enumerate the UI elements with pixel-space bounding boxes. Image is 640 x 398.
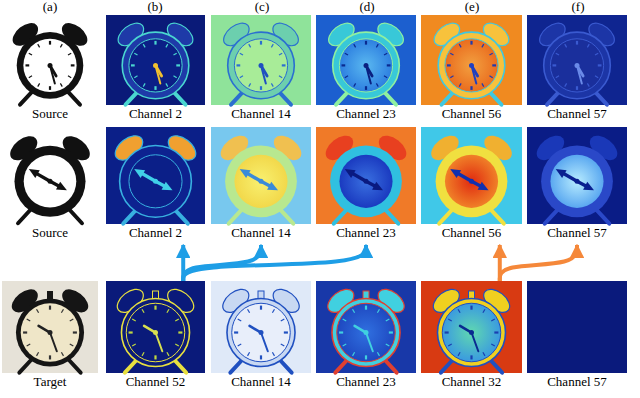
panel-caption: Channel 14 <box>211 225 311 240</box>
panel-caption: Channel 56 <box>421 225 522 240</box>
feature-map <box>106 281 205 373</box>
feature-panel: Channel 57 <box>527 281 627 394</box>
feature-panel: Channel 23 <box>316 281 416 394</box>
feature-panel: Target <box>2 281 98 394</box>
feature-map <box>106 127 205 224</box>
column-label: (e) <box>465 0 479 14</box>
column-label: (c) <box>255 0 269 14</box>
panel-caption: Channel 14 <box>211 374 311 389</box>
panel-caption: Channel 23 <box>316 225 416 240</box>
feature-map <box>2 15 98 105</box>
feature-map <box>316 15 416 105</box>
feature-panel: Channel 57 <box>527 127 627 245</box>
panel-caption: Channel 32 <box>421 374 522 389</box>
panel-caption: Channel 52 <box>106 374 205 389</box>
feature-map <box>421 127 522 224</box>
feature-panel: Channel 56 <box>421 127 522 245</box>
column-label: (d) <box>359 0 374 14</box>
feature-panel: Channel 56 <box>421 15 522 126</box>
feature-panel: Source <box>2 127 98 245</box>
feature-panel: Channel 2 <box>106 127 205 245</box>
panel-caption: Channel 14 <box>211 106 311 121</box>
panel-caption: Channel 23 <box>316 374 416 389</box>
feature-panel: Channel 2 <box>106 15 205 126</box>
feature-map <box>527 15 627 105</box>
panel-caption: Channel 2 <box>106 106 205 121</box>
column-label: (b) <box>147 0 162 14</box>
feature-map <box>2 281 98 373</box>
mapping-arrow <box>183 245 366 281</box>
feature-map <box>421 15 522 105</box>
panel-caption: Target <box>2 374 98 389</box>
feature-map <box>527 127 627 224</box>
feature-map <box>527 281 627 373</box>
column-label: (a) <box>43 0 57 14</box>
feature-map <box>106 15 205 105</box>
feature-panel: Channel 57 <box>527 15 627 126</box>
feature-panel: Channel 14 <box>211 281 311 394</box>
panel-caption: Source <box>2 106 98 121</box>
panel-caption: Channel 57 <box>527 374 627 389</box>
mapping-arrow <box>183 245 261 281</box>
panel-caption: Channel 57 <box>527 225 627 240</box>
feature-map <box>211 127 311 224</box>
feature-panel: Source <box>2 15 98 126</box>
feature-panel: Channel 32 <box>421 281 522 394</box>
feature-panel: Channel 52 <box>106 281 205 394</box>
feature-map <box>316 127 416 224</box>
feature-map <box>2 127 98 224</box>
feature-map <box>316 281 416 373</box>
feature-map <box>211 281 311 373</box>
feature-panel: Channel 23 <box>316 127 416 245</box>
panel-caption: Channel 57 <box>527 106 627 121</box>
panel-caption: Source <box>2 225 98 240</box>
feature-map <box>421 281 522 373</box>
feature-panel: Channel 23 <box>316 15 416 126</box>
feature-panel: Channel 14 <box>211 15 311 126</box>
panel-caption: Channel 23 <box>316 106 416 121</box>
panel-caption: Channel 2 <box>106 225 205 240</box>
column-label: (f) <box>572 0 585 14</box>
feature-map <box>211 15 311 105</box>
feature-panel: Channel 14 <box>211 127 311 245</box>
panel-caption: Channel 56 <box>421 106 522 121</box>
mapping-arrow <box>500 245 577 281</box>
